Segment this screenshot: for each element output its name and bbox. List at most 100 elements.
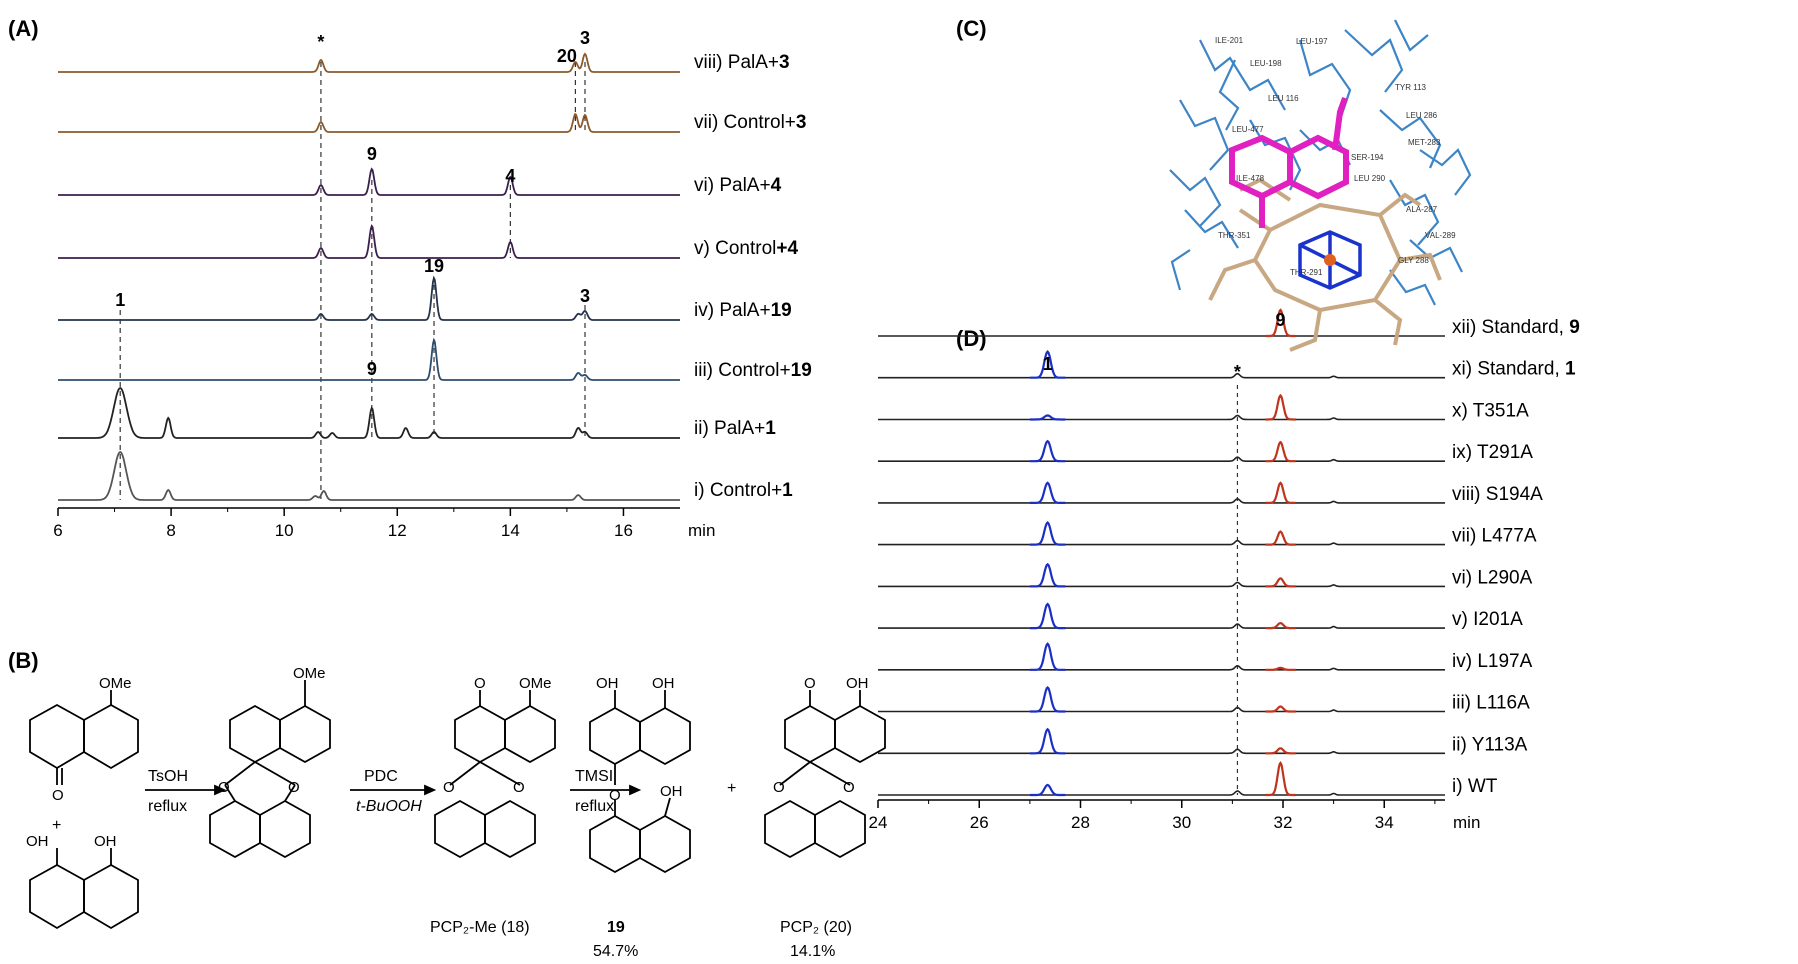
x-tick-label-a: 10 <box>275 521 294 540</box>
panel-a-label: (A) <box>8 16 39 41</box>
reagent-1-bottom: reflux <box>148 798 187 815</box>
compound-18-structure <box>434 690 556 859</box>
peak-annotation-a: 1 <box>115 290 125 310</box>
oh-label-5: OH <box>660 783 683 800</box>
reagent-2-top: PDC <box>364 768 398 785</box>
compound-20-structure <box>764 690 886 859</box>
residue-label: LEU 116 <box>1268 94 1299 103</box>
trace-d-label: xi) Standard, 1 <box>1452 359 1576 380</box>
trace-a-label: v) Control+4 <box>694 238 798 259</box>
compound-19-structure <box>589 690 691 874</box>
residue-label: LEU 290 <box>1354 174 1386 183</box>
x-tick-label-d: 34 <box>1375 813 1394 832</box>
ring-o-2: O <box>288 779 300 796</box>
residue-label: GLY 288 <box>1398 256 1429 265</box>
trace-d-peak-1 <box>1029 414 1066 421</box>
ring-o-5: O <box>773 779 785 796</box>
panel-c-label: (C) <box>956 16 987 41</box>
trace-d-peak-9 <box>1265 621 1296 630</box>
trace-d-baseline <box>878 372 1445 379</box>
compound-18-label: PCP₂-Me (18) <box>430 919 530 936</box>
trace-a-line <box>58 337 680 381</box>
starting-tetralone <box>29 690 139 785</box>
compound-19-label: 19 <box>607 919 625 936</box>
trace-d-label: xii) Standard, 9 <box>1452 317 1580 338</box>
trace-d-peak-1 <box>1029 727 1066 755</box>
x-tick-label-a: 12 <box>388 521 407 540</box>
ome-label-1: OMe <box>99 675 132 692</box>
reagent-2-bottom: t-BuOOH <box>356 798 422 815</box>
trace-a-line <box>58 386 680 439</box>
dihydroxynaphthalene <box>29 848 139 930</box>
ketone-o-2: O <box>474 675 486 692</box>
spiroketal-intermediate <box>209 680 331 859</box>
trace-d-peak-1 <box>1029 685 1066 713</box>
ligand-molecule <box>1229 96 1349 228</box>
trace-d-peak-9 <box>1265 666 1296 671</box>
trace-a-line <box>58 224 680 259</box>
x-tick-label-a: 14 <box>501 521 520 540</box>
peak-annotation-a: 3 <box>580 28 590 48</box>
trace-d-label: vi) L290A <box>1452 567 1533 588</box>
trace-d-baseline <box>878 456 1445 462</box>
residue-label: THR-351 <box>1218 231 1251 240</box>
ketone-o-1: O <box>52 787 64 804</box>
trace-d-peak-9 <box>1265 393 1296 421</box>
trace-a-label: ii) PalA+1 <box>694 418 776 439</box>
trace-d-peak-1 <box>1029 521 1066 546</box>
peak-annotation-a: 20 <box>557 46 577 66</box>
ring-o-6: O <box>843 779 855 796</box>
x-tick-label-d: 28 <box>1071 813 1090 832</box>
residue-label: ILE-478 <box>1236 174 1265 183</box>
trace-a-label: viii) PalA+3 <box>694 52 790 73</box>
trace-d-peak-1 <box>1029 642 1066 671</box>
panel-d-label: (D) <box>956 326 987 351</box>
panel-b-label: (B) <box>8 648 39 673</box>
trace-d-label: vii) L477A <box>1452 526 1537 547</box>
reagent-3-top: TMSI <box>575 768 613 785</box>
trace-d-peak-1 <box>1029 481 1066 504</box>
trace-d-baseline <box>878 498 1445 504</box>
reagent-1-top: TsOH <box>148 768 188 785</box>
trace-d-label: ii) Y113A <box>1452 734 1528 755</box>
trace-a-label: vi) PalA+4 <box>694 175 782 196</box>
ring-o-4: O <box>513 779 525 796</box>
iron-center <box>1324 254 1336 266</box>
ome-label-3: OMe <box>519 675 552 692</box>
residue-label: TYR 113 <box>1395 83 1427 92</box>
trace-d-peak-1 <box>1029 439 1066 463</box>
trace-d-peak-1 <box>1029 783 1066 797</box>
oh-label-6: OH <box>846 675 869 692</box>
trace-d-peak-9 <box>1265 705 1296 713</box>
trace-d-label: i) WT <box>1452 776 1498 797</box>
peak-annotation-a: 9 <box>367 144 377 164</box>
trace-d-baseline <box>878 706 1445 713</box>
peak-annotation-d: 9 <box>1275 310 1285 330</box>
residue-label: LEU-477 <box>1232 125 1264 134</box>
residue-label: MET-283 <box>1408 138 1441 147</box>
plus-sign-2: + <box>727 780 736 797</box>
trace-d-peak-9 <box>1265 440 1296 463</box>
trace-a-line <box>58 52 680 73</box>
peak-annotation-a: 3 <box>580 286 590 306</box>
reagent-3-bottom: reflux <box>575 798 614 815</box>
peak-annotation-a: 19 <box>424 256 444 276</box>
residue-label: LEU-198 <box>1250 59 1282 68</box>
trace-d-baseline <box>878 664 1445 671</box>
trace-d-peak-9 <box>1265 308 1296 338</box>
trace-d-baseline <box>878 414 1445 421</box>
x-tick-label-a: 8 <box>166 521 175 540</box>
ether-o: O <box>609 787 621 804</box>
ome-label-2: OMe <box>293 665 326 682</box>
ring-o-1: O <box>218 779 230 796</box>
trace-d-peak-1 <box>1029 562 1066 588</box>
peak-annotation-d: * <box>1234 362 1241 382</box>
trace-d-baseline <box>878 623 1445 629</box>
trace-d-peak-1 <box>1029 602 1066 630</box>
oh-label-4: OH <box>652 675 675 692</box>
trace-a-line <box>58 450 680 501</box>
